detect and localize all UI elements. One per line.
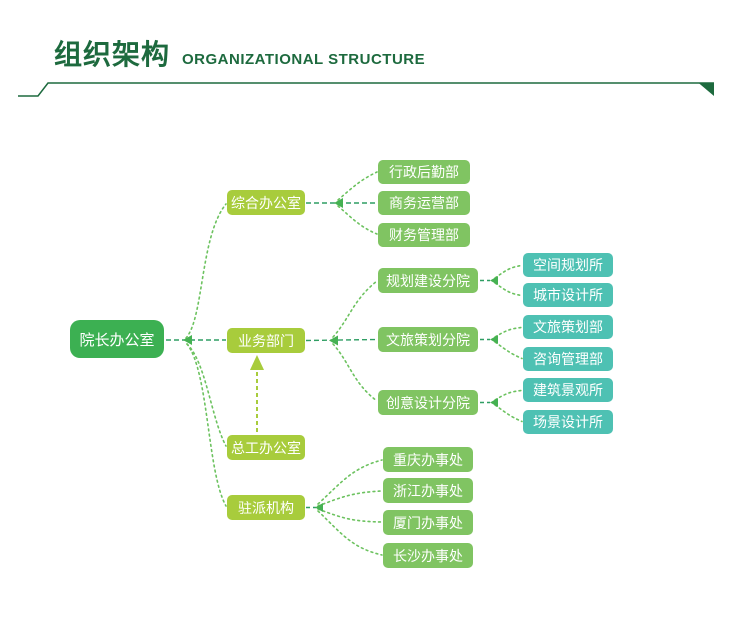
node-xiamen-office: 厦门办事处 <box>383 510 473 535</box>
arrow-left-icon <box>315 503 323 512</box>
divider-corner-triangle <box>698 82 714 96</box>
node-dean-office: 院长办公室 <box>70 320 164 358</box>
page-header: 组织架构 ORGANIZATIONAL STRUCTURE <box>54 39 426 71</box>
node-spatial-planning: 空间规划所 <box>523 253 613 277</box>
node-consulting-management: 咨询管理部 <box>523 347 613 371</box>
page-subtitle: ORGANIZATIONAL STRUCTURE <box>182 51 426 68</box>
node-dispatched-agencies: 驻派机构 <box>227 495 305 520</box>
arrow-left-icon <box>490 398 498 407</box>
node-chief-engineer-office: 总工办公室 <box>227 435 305 460</box>
node-creative-design-branch: 创意设计分院 <box>378 390 478 415</box>
node-business-operations: 商务运营部 <box>378 191 470 215</box>
node-business-dept: 业务部门 <box>227 328 305 353</box>
node-general-office: 综合办公室 <box>227 190 305 215</box>
arrow-up-icon <box>250 355 264 370</box>
arrow-left-icon <box>334 198 343 208</box>
node-chongqing-office: 重庆办事处 <box>383 447 473 472</box>
node-finance-management: 财务管理部 <box>378 222 470 247</box>
upward-dashed-arrow <box>250 355 264 432</box>
node-zhejiang-office: 浙江办事处 <box>383 478 473 503</box>
node-admin-logistics: 行政后勤部 <box>378 160 470 184</box>
node-culture-tourism-branch: 文旅策划分院 <box>378 327 478 352</box>
arrow-left-icon <box>183 335 192 345</box>
node-urban-design: 城市设计所 <box>523 283 613 307</box>
node-scene-design: 场景设计所 <box>523 410 613 434</box>
node-architecture-landscape: 建筑景观所 <box>523 378 613 402</box>
arrow-left-icon <box>329 335 338 346</box>
node-planning-construction-branch: 规划建设分院 <box>378 268 478 293</box>
node-changsha-office: 长沙办事处 <box>383 543 473 568</box>
arrow-left-icon <box>490 276 498 285</box>
page-title: 组织架构 <box>54 39 171 70</box>
arrow-left-icon <box>490 335 498 344</box>
node-culture-tourism-dept: 文旅策划部 <box>523 315 613 339</box>
